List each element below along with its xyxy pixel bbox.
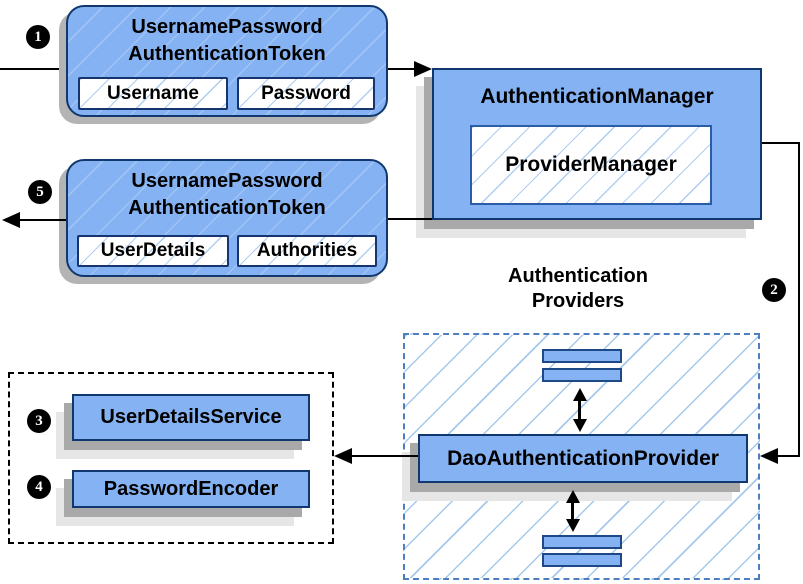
token-request-title-line1: UsernamePassword [131,16,323,38]
user-details-service-label: UserDetailsService [100,406,282,428]
provider-placeholder-bar [542,368,622,382]
double-arrow-icon [573,388,587,432]
arrow-token-to-manager-head-icon [414,61,432,77]
step-4-badge: 4 [27,475,51,499]
services-frame [8,372,334,544]
arrow-token-to-manager-line [388,68,416,70]
authentication-providers-label-line1: Authentication [508,265,648,287]
node-user-details-service: UserDetailsService [72,394,310,441]
step-2-badge: 2 [762,278,786,302]
token-request-title: UsernamePassword AuthenticationToken [68,14,386,68]
node-dao-authentication-provider: DaoAuthenticationProvider [418,434,748,483]
field-authorities: Authorities [237,235,377,267]
token-response-title: UsernamePassword AuthenticationToken [68,168,386,222]
provider-manager-label: ProviderManager [505,153,677,176]
manager-to-dao-line-bottom [778,455,800,457]
node-username-password-token-response: UsernamePassword AuthenticationToken Use… [66,159,388,277]
field-password-label: Password [261,82,351,104]
node-authentication-manager: AuthenticationManager ProviderManager [432,68,762,220]
dao-to-services-line [352,455,418,457]
manager-to-dao-head-icon [760,448,778,464]
node-provider-manager: ProviderManager [470,125,712,205]
field-user-details: UserDetails [77,235,229,267]
field-authorities-label: Authorities [256,240,358,261]
provider-placeholder-bar [542,535,622,549]
outgoing-response-head-icon [2,212,20,228]
manager-to-dao-line-top [762,142,800,144]
token-response-title-line2: AuthenticationToken [128,197,326,219]
field-user-details-label: UserDetails [100,240,206,261]
dao-authentication-provider-label: DaoAuthenticationProvider [447,446,719,470]
authentication-providers-label: Authentication Providers [438,264,718,314]
step-1-badge: 1 [26,25,50,49]
field-username: Username [78,77,228,110]
step-5-badge: 5 [28,180,52,204]
double-arrow-icon [566,490,580,532]
token-request-title-line2: AuthenticationToken [128,43,326,65]
node-username-password-token-request: UsernamePassword AuthenticationToken Use… [66,5,388,117]
dao-to-services-head-icon [334,448,352,464]
field-password: Password [237,77,375,110]
outgoing-response-line [18,219,66,221]
token-response-title-line1: UsernamePassword [131,170,323,192]
provider-placeholder-bar [542,553,622,567]
field-username-label: Username [107,82,199,104]
manager-to-dao-line-vertical [798,142,800,457]
step-3-badge: 3 [27,409,51,433]
authentication-manager-title: AuthenticationManager [480,84,714,108]
node-password-encoder: PasswordEncoder [72,470,310,508]
authentication-providers-label-line2: Providers [531,290,625,312]
password-encoder-label: PasswordEncoder [103,477,279,500]
incoming-request-line [0,68,68,70]
provider-placeholder-bar [542,349,622,363]
manager-to-response-line [388,218,432,220]
